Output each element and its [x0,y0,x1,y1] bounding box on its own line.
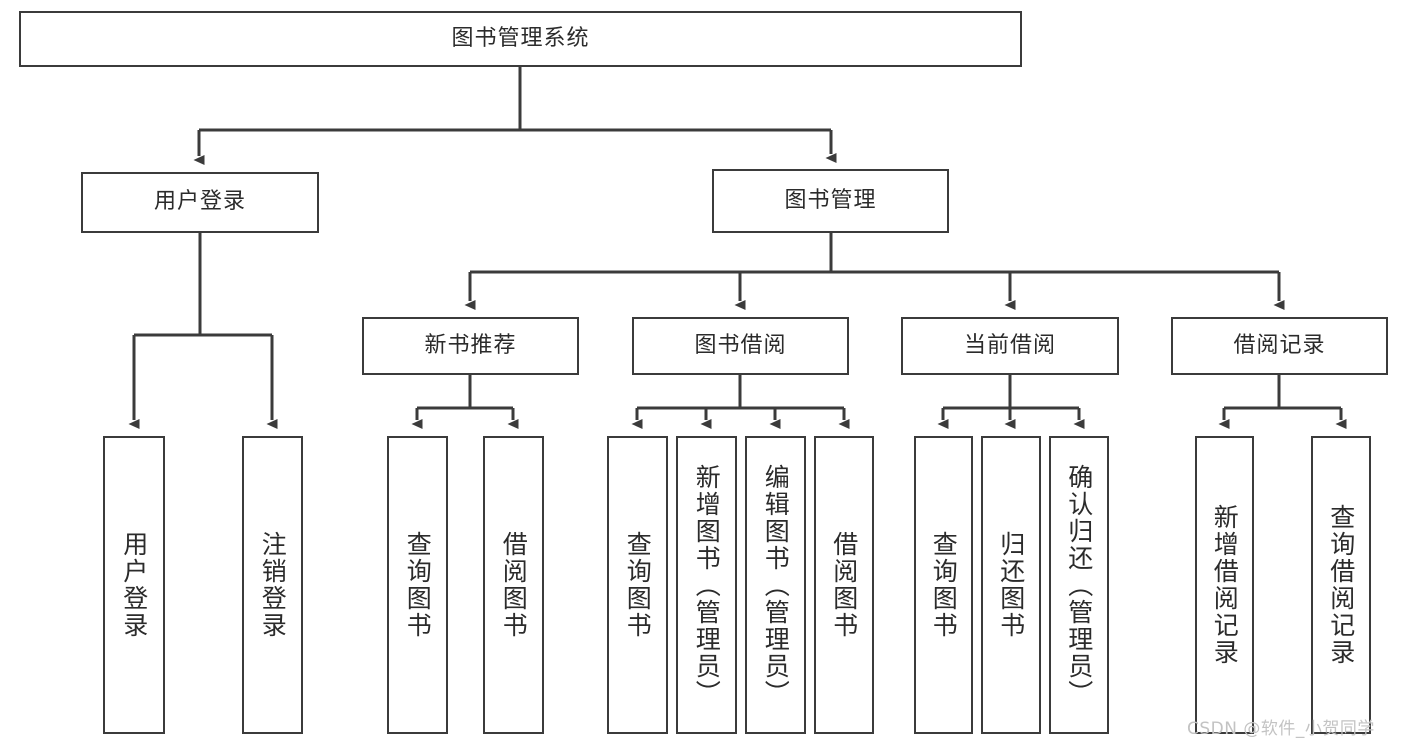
leaf-node[interactable]: 借阅图书 [483,436,544,734]
node-book-management-label: 图书管理 [784,187,877,213]
leaf-node[interactable]: 借阅图书 [814,436,874,734]
leaf-node[interactable]: 归还图书 [981,436,1041,734]
leaf-label: 归还图书 [996,531,1026,639]
leaf-label: 查询图书 [403,531,433,639]
leaf-node[interactable]: 查询图书 [914,436,973,734]
leaf-node[interactable]: 查询图书 [607,436,668,734]
leaf-label: 确认归还（管理员） [1064,463,1094,707]
node-root[interactable]: 图书管理系统 [19,11,1022,67]
leaf-node[interactable]: 用户登录 [103,436,165,734]
node-new-book-recommend[interactable]: 新书推荐 [362,317,579,375]
leaf-node[interactable]: 查询借阅记录 [1311,436,1371,734]
node-new-book-recommend-label: 新书推荐 [424,332,517,358]
node-current-borrow[interactable]: 当前借阅 [901,317,1119,375]
node-borrow-record[interactable]: 借阅记录 [1171,317,1388,375]
leaf-label: 查询借阅记录 [1326,504,1356,666]
leaf-node[interactable]: 查询图书 [387,436,448,734]
leaf-label: 借阅图书 [499,531,529,639]
node-borrow-record-label: 借阅记录 [1233,332,1326,358]
leaf-node[interactable]: 编辑图书（管理员） [745,436,806,734]
node-current-borrow-label: 当前借阅 [963,332,1056,358]
leaf-label: 查询图书 [623,531,653,639]
leaf-label: 编辑图书（管理员） [761,463,791,707]
node-book-management[interactable]: 图书管理 [712,169,949,233]
leaf-label: 注销登录 [258,531,288,639]
node-book-borrow-label: 图书借阅 [694,332,787,358]
node-book-borrow[interactable]: 图书借阅 [632,317,849,375]
leaf-label: 借阅图书 [829,531,859,639]
leaf-node[interactable]: 注销登录 [242,436,303,734]
leaf-label: 查询图书 [929,531,959,639]
node-root-label: 图书管理系统 [451,25,590,51]
leaf-node[interactable]: 新增借阅记录 [1195,436,1254,734]
leaf-label: 用户登录 [119,531,149,639]
node-user-login-label: 用户登录 [153,189,246,215]
watermark: CSDN @软件_小贺同学 [1187,719,1375,739]
leaf-label: 新增借阅记录 [1210,504,1240,666]
leaf-node[interactable]: 新增图书（管理员） [676,436,737,734]
node-user-login[interactable]: 用户登录 [81,172,319,233]
leaf-label: 新增图书（管理员） [692,463,722,707]
leaf-node[interactable]: 确认归还（管理员） [1049,436,1109,734]
